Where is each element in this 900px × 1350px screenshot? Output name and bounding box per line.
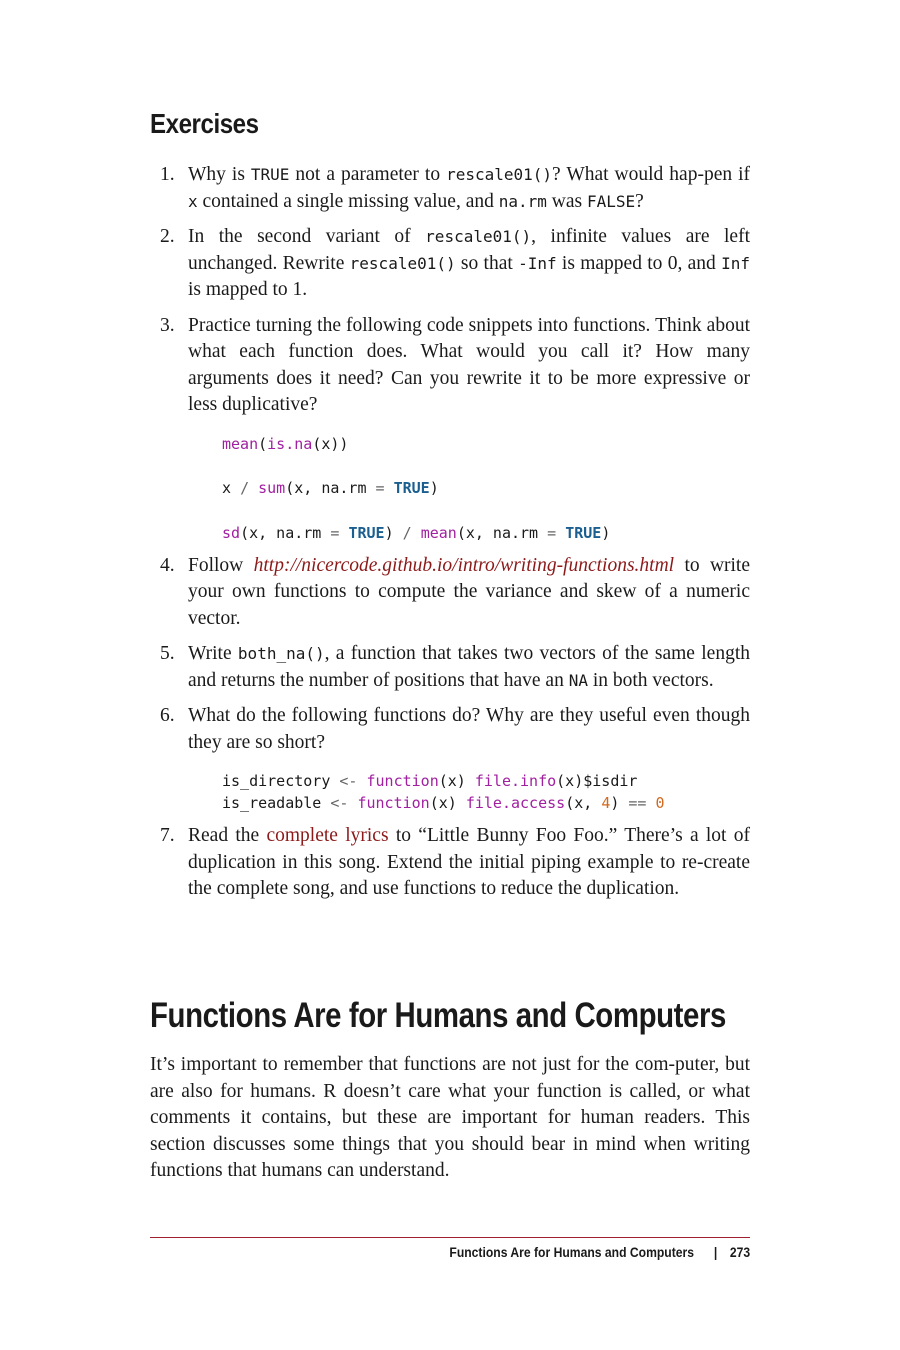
page-footer: Functions Are for Humans and Computers | 2… — [449, 1245, 750, 1260]
footer-rule — [150, 1237, 750, 1238]
exercise-item-3: 3. Practice turning the following code s… — [160, 314, 750, 544]
exercise-list: 1. Why is TRUE not a parameter to rescal… — [150, 162, 750, 912]
exercise-item-2: 2. In the second variant of rescale01(),… — [160, 226, 750, 300]
running-head: Functions Are for Humans and Computers — [449, 1245, 694, 1260]
exercise-number: 1. — [160, 164, 175, 185]
inline-code: x — [188, 191, 198, 211]
code-line: x / sum(x, na.rm = TRUE) — [222, 479, 439, 497]
code-block: mean(is.na(x)) x / sum(x, na.rm = TRUE) sd… — [222, 433, 750, 544]
exercise-item-4: 4. Follow http://nicercode.github.io/int… — [160, 554, 751, 629]
complete-lyrics-link[interactable]: complete lyrics — [266, 825, 389, 846]
inline-code: Inf — [721, 253, 750, 273]
section-body: It’s important to remember that function… — [150, 1054, 750, 1181]
exercise-item-7: 7. Read the complete lyrics to “Little B… — [160, 825, 751, 899]
code-line: is_readable <- function(x) file.access(x… — [222, 794, 665, 812]
exercise-item-1: 1. Why is TRUE not a parameter to rescal… — [160, 164, 751, 212]
inline-code: FALSE — [587, 191, 636, 211]
page-number: 273 — [729, 1245, 750, 1260]
inline-code: rescale01() — [425, 227, 532, 246]
exercise-number: 3. — [160, 314, 175, 336]
section-heading: Functions Are for Humans and Computers — [150, 996, 726, 1035]
code-block: is_directory <- function(x) file.info(x)… — [222, 770, 750, 814]
exercise-item-5: 5. Write both_na(), a function that take… — [160, 643, 750, 691]
book-page: Exercises 1. Why is TRUE not a parameter… — [150, 0, 750, 1350]
exercises-heading: Exercises — [150, 108, 259, 139]
exercise-number: 2. — [160, 226, 175, 247]
inline-code: -Inf — [518, 253, 557, 273]
exercise-item-6: 6. What do the following functions do? W… — [160, 705, 750, 814]
inline-code: TRUE — [250, 165, 290, 184]
exercise-number: 7. — [160, 825, 175, 846]
inline-code: rescale01() — [446, 165, 553, 184]
inline-code: both_na() — [237, 644, 325, 663]
exercise-number: 6. — [160, 705, 175, 726]
inline-code: rescale01() — [349, 253, 456, 273]
exercise-number: 5. — [160, 643, 175, 664]
code-line: sd(x, na.rm = TRUE) / mean(x, na.rm = TR… — [222, 523, 611, 542]
code-line: is_directory <- function(x) file.info(x)… — [222, 772, 638, 790]
exercise-number: 4. — [160, 554, 175, 576]
code-line: mean(is.na(x)) — [222, 434, 349, 453]
nicercode-link[interactable]: http://nicercode.github.io/intro/writing… — [253, 554, 675, 576]
inline-code: NA — [568, 670, 588, 690]
inline-code: na.rm — [498, 191, 547, 211]
footer-separator: | — [713, 1245, 718, 1260]
